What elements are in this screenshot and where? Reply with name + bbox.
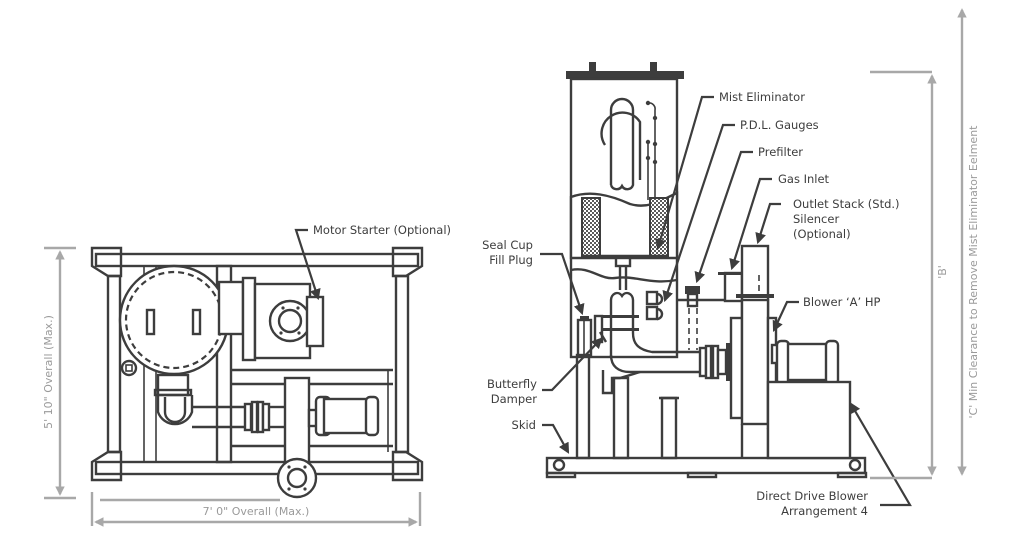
plan-height-label: 5' 10" Overall (Max.)	[42, 315, 55, 429]
direct-drive-label-line1: Direct Drive Blower	[756, 489, 868, 503]
butterfly-damper-label-line1: Butterfly	[487, 377, 537, 391]
elbow-pipe	[153, 373, 245, 429]
seal-cup-label-line1: Seal Cup	[482, 238, 533, 252]
butterfly-damper-label-line2: Damper	[491, 392, 537, 406]
flex-coupling	[243, 400, 285, 434]
plan-view: Motor Starter (Optional) 5' 10" Overall …	[42, 223, 451, 527]
bottom-rail	[94, 460, 420, 476]
dimension-b: 'B'	[870, 70, 949, 480]
gas-inlet-label: Gas Inlet	[778, 172, 830, 186]
outlet-stack-label-line1: Outlet Stack (Std.)	[793, 197, 900, 211]
dimension-c: 'C' Min Clearance to Remove Mist Elimina…	[957, 8, 980, 476]
skid-label: Skid	[512, 418, 536, 432]
motor-pedestal	[766, 380, 852, 460]
dimension-b-label: 'B'	[936, 265, 949, 279]
dimension-c-label: 'C' Min Clearance to Remove Mist Elimina…	[967, 125, 980, 419]
plan-width-dimension: 7' 0" Overall (Max.)	[90, 492, 422, 527]
prefilter	[685, 286, 700, 350]
motor-starter-label: Motor Starter (Optional)	[313, 223, 451, 237]
prefilter-label: Prefilter	[758, 145, 803, 159]
left-post	[106, 274, 122, 454]
blower-inlet-coupling	[698, 343, 731, 381]
seal-cup-label-line2: Fill Plug	[489, 253, 533, 267]
blower-motor	[766, 339, 852, 460]
elevation-labels: Mist Eliminator P.D.L. Gauges Prefilter …	[482, 90, 912, 518]
right-post	[394, 274, 410, 454]
blower-volute	[729, 298, 778, 458]
mist-eliminator-tank-top	[118, 264, 230, 376]
plan-width-label: 7' 0" Overall (Max.)	[203, 505, 310, 518]
outlet-stack-label-line3: (Optional)	[793, 227, 851, 241]
small-fitting	[120, 359, 138, 377]
direct-drive-label-line2: Arrangement 4	[781, 504, 868, 518]
motor-starter-leader	[294, 228, 321, 301]
pdl-gauges-label: P.D.L. Gauges	[740, 118, 819, 132]
outlet-stack-label-line2: Silencer	[793, 212, 839, 226]
mist-eliminator-label: Mist Eliminator	[719, 90, 805, 104]
motor-starter-box	[305, 295, 325, 348]
blower-body-plan	[283, 376, 380, 476]
plan-height-dimension: 5' 10" Overall (Max.)	[42, 246, 76, 500]
blower-housing-plan	[217, 276, 325, 362]
blower-label: Blower ‘A’ HP	[803, 295, 880, 309]
support-legs	[575, 353, 679, 460]
top-rail	[94, 252, 420, 268]
skid-frame	[90, 246, 424, 482]
discharge-flange	[276, 457, 318, 499]
pdl-gauge	[645, 290, 725, 321]
elevation-view: Mist Eliminator P.D.L. Gauges Prefilter …	[482, 8, 980, 518]
inlet-elbow	[601, 291, 700, 395]
mist-eliminator-vessel	[566, 62, 684, 359]
skid-base	[545, 456, 868, 479]
